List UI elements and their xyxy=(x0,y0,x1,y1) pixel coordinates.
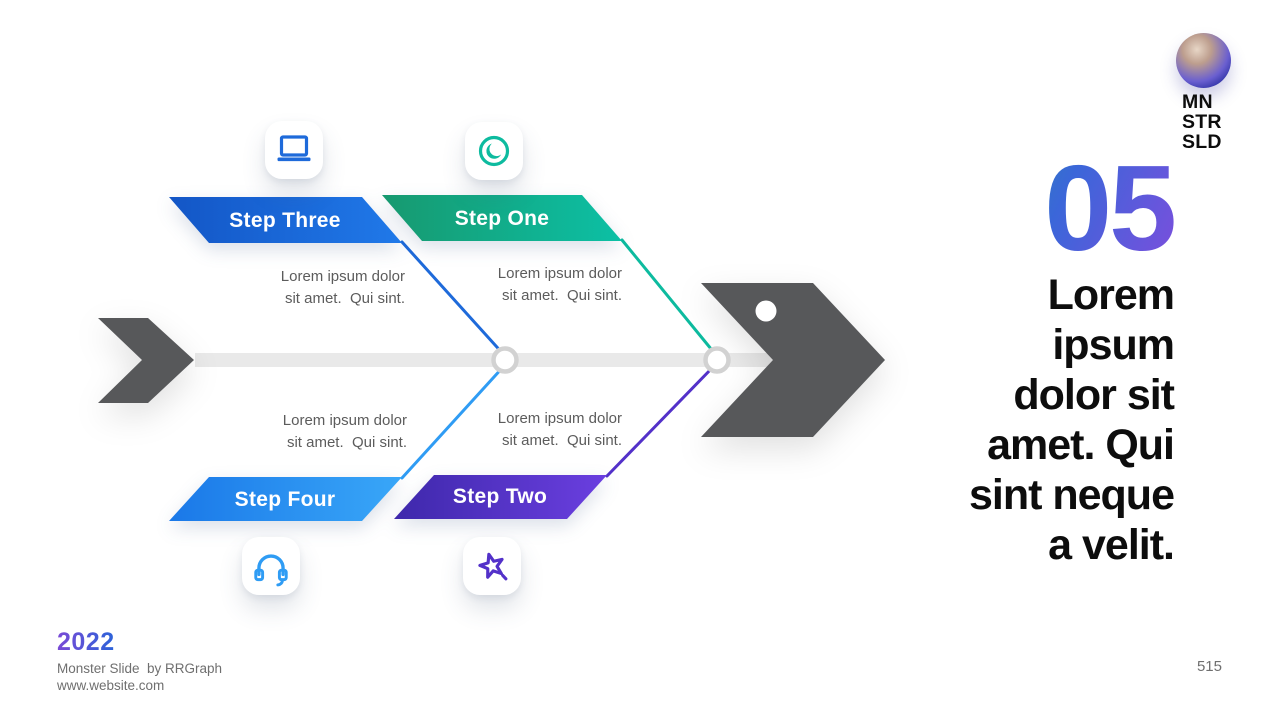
page-number: 515 xyxy=(1196,658,1222,675)
step-four-description: Lorem ipsum dolor sit amet. Qui sint. xyxy=(282,412,407,451)
step-two-label: Step Two xyxy=(452,485,548,508)
section-number: 05 xyxy=(912,147,1177,269)
headset-icon xyxy=(254,554,288,587)
fish-eye xyxy=(755,300,777,322)
step-three-description: Lorem ipsum dolor sit amet. Qui sint. xyxy=(280,268,405,307)
connector-step-three xyxy=(400,240,507,358)
laptop-icon xyxy=(277,135,311,162)
banner-step-one xyxy=(382,195,622,241)
banner-step-four xyxy=(169,477,402,521)
step-one-label: Step One xyxy=(454,207,550,230)
step-two-description: Lorem ipsum dolor sit amet. Qui sint. xyxy=(497,410,622,449)
left-arrow xyxy=(98,318,194,403)
timeline-node xyxy=(703,346,731,374)
icon-card-step-two xyxy=(463,537,521,595)
star-icon xyxy=(478,552,508,581)
step-one-description: Lorem ipsum dolor sit amet. Qui sint. xyxy=(497,265,622,304)
connector-step-one xyxy=(620,238,718,357)
banner-step-two xyxy=(394,475,607,519)
footer-website: www.website.com xyxy=(57,678,165,693)
connector-step-four xyxy=(400,364,506,480)
moon-icon xyxy=(478,135,510,167)
logo-sphere-icon xyxy=(1176,33,1231,88)
icon-card-step-three xyxy=(265,121,323,179)
section-heading: Lorem ipsum dolor sit amet. Qui sint neq… xyxy=(968,271,1175,570)
banner-step-three xyxy=(169,197,402,243)
step-four-label: Step Four xyxy=(234,488,336,511)
connector-step-two xyxy=(605,364,716,478)
footer-credit: Monster Slide by RRGraph xyxy=(57,661,223,676)
icon-card-step-four xyxy=(242,537,300,595)
logo-text: MN STR SLD xyxy=(1182,91,1222,153)
step-three-label: Step Three xyxy=(229,209,341,232)
timeline-node xyxy=(491,346,519,374)
footer-year: 2022 xyxy=(57,628,115,656)
icon-card-step-one xyxy=(465,122,523,180)
right-panel: 05 Lorem ipsum dolor sit amet. Qui sint … xyxy=(912,147,1177,570)
fish-head-arrow xyxy=(701,283,885,437)
